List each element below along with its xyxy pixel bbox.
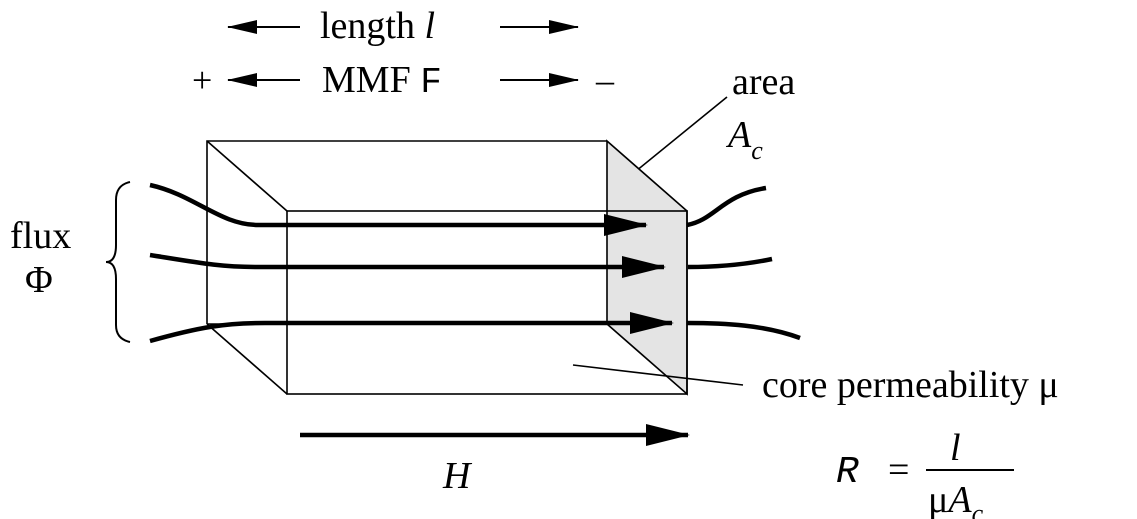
core-edge-bottom-left: [206, 323, 288, 395]
flux-symbol: Φ: [25, 259, 53, 301]
mmf-plus-sign: +: [192, 60, 212, 100]
permeability-annotation: core permeability μ: [572, 364, 1059, 406]
field-label: H: [442, 455, 473, 497]
formula-equals: =: [888, 449, 909, 491]
reluctance-formula: R = l μAc: [836, 427, 1014, 519]
length-label: length l: [320, 5, 435, 47]
area-word: area: [732, 61, 795, 103]
core-back-edges: [206, 140, 607, 324]
flux-line-top: [149, 182, 648, 236]
length-word: length: [320, 5, 415, 47]
area-symbol-subscript: c: [751, 136, 763, 165]
length-symbol: l: [424, 5, 435, 47]
flux-lines: [149, 182, 801, 344]
formula-denominator-a: A: [945, 479, 972, 519]
flux-line-middle-exit: [687, 256, 773, 270]
formula-numerator: l: [950, 427, 961, 469]
area-symbol-letter: A: [725, 114, 752, 156]
permeability-pointer-line: [572, 364, 744, 386]
field-arrow-group: H: [300, 424, 690, 497]
flux-line-bottom-exit: [686, 320, 801, 341]
flux-annotation: flux Φ: [10, 181, 131, 343]
formula-denominator-subscript: c: [972, 499, 984, 519]
permeability-label: core permeability μ: [762, 364, 1059, 406]
mmf-label: MMF F: [322, 59, 442, 103]
flux-line-bottom: [149, 312, 674, 344]
mmf-minus-sign: –: [595, 60, 615, 100]
mmf-word: MMF: [322, 59, 411, 101]
flux-line-middle: [149, 252, 666, 278]
formula-denominator-mu: μ: [928, 479, 948, 519]
area-annotation: area Ac: [620, 61, 795, 189]
mmf-symbol: F: [420, 62, 442, 103]
area-pointer-line: [624, 96, 728, 181]
flux-brace: [105, 181, 131, 343]
flux-line-top-exit: [686, 185, 767, 228]
mmf-dimension: + MMF F –: [192, 59, 615, 103]
area-symbol: Ac: [725, 114, 763, 165]
core-edge-top-left: [206, 140, 288, 212]
formula-lhs: R: [836, 451, 859, 494]
core-front-face: [286, 210, 688, 395]
flux-word: flux: [10, 215, 71, 257]
formula-denominator: μAc: [928, 479, 984, 519]
length-dimension: length l: [227, 5, 579, 47]
